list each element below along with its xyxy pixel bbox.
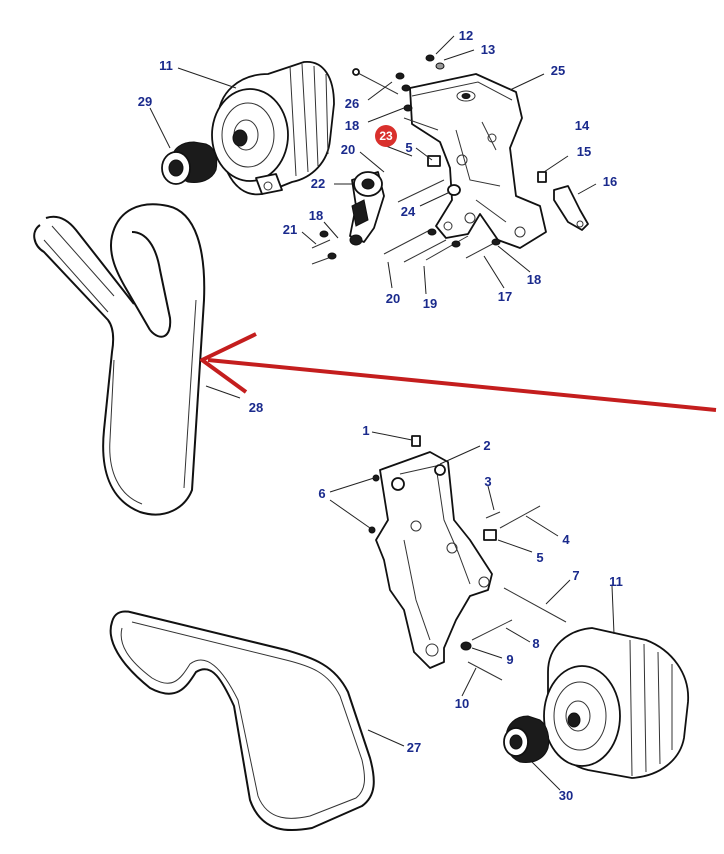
part-label-19: 19 bbox=[423, 296, 437, 311]
part-label-14: 14 bbox=[575, 118, 590, 133]
part-label-17: 17 bbox=[498, 289, 512, 304]
part-label-13: 13 bbox=[481, 42, 495, 57]
part-label-15: 15 bbox=[577, 144, 591, 159]
part-label-20-top: 20 bbox=[341, 142, 355, 157]
part-label-18-left: 18 bbox=[309, 208, 323, 223]
part-label-1: 1 bbox=[362, 423, 369, 438]
part-label-23: 23 bbox=[379, 129, 393, 143]
pulley-30 bbox=[503, 715, 550, 763]
part-label-18-right: 18 bbox=[527, 272, 541, 287]
pulley-29 bbox=[161, 141, 218, 185]
bracket-16 bbox=[553, 185, 589, 231]
leader-lines bbox=[149, 35, 615, 791]
bolts-bottom bbox=[368, 435, 567, 681]
highlight-badge-23 bbox=[375, 125, 397, 147]
part-numbers: 11 29 12 13 25 26 18 23 14 20 5 15 16 22… bbox=[138, 28, 623, 803]
part-label-22: 22 bbox=[311, 176, 325, 191]
part-label-28: 28 bbox=[249, 400, 263, 415]
part-label-29: 29 bbox=[138, 94, 152, 109]
pointer-arrow bbox=[200, 332, 717, 412]
part-label-30: 30 bbox=[559, 788, 573, 803]
tensioner-22 bbox=[349, 171, 385, 246]
part-label-2: 2 bbox=[483, 438, 490, 453]
part-label-7: 7 bbox=[572, 568, 579, 583]
part-label-3: 3 bbox=[484, 474, 491, 489]
belt-27 bbox=[109, 610, 375, 832]
part-label-24: 24 bbox=[401, 204, 416, 219]
part-label-27: 27 bbox=[407, 740, 421, 755]
part-label-18-top: 18 bbox=[345, 118, 359, 133]
part-label-12: 12 bbox=[459, 28, 473, 43]
part-label-10: 10 bbox=[455, 696, 469, 711]
part-label-5-bottom: 5 bbox=[536, 550, 543, 565]
bolts-top bbox=[311, 54, 547, 265]
alternator-bottom bbox=[543, 627, 689, 779]
part-label-25: 25 bbox=[551, 63, 565, 78]
part-label-5-top: 5 bbox=[405, 140, 412, 155]
part-label-9: 9 bbox=[506, 652, 513, 667]
part-label-11-bottom: 11 bbox=[609, 574, 623, 589]
part-label-11-top: 11 bbox=[159, 58, 173, 73]
alternator-top bbox=[211, 61, 335, 196]
part-label-20-bottom: 20 bbox=[386, 291, 400, 306]
part-label-26: 26 bbox=[345, 96, 359, 111]
part-label-21: 21 bbox=[283, 222, 297, 237]
part-label-16: 16 bbox=[603, 174, 617, 189]
belt-28 bbox=[33, 203, 206, 516]
bracket-2 bbox=[375, 451, 493, 669]
part-label-8: 8 bbox=[532, 636, 539, 651]
part-label-4: 4 bbox=[562, 532, 570, 547]
part-label-6: 6 bbox=[318, 486, 325, 501]
